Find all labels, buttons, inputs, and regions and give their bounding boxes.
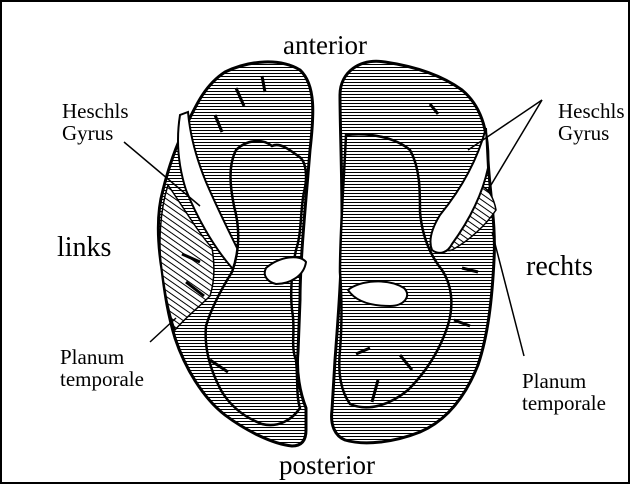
label-left-heschl-line2: Gyrus [62, 121, 113, 145]
label-right-heschl-line1: Heschls [558, 99, 625, 123]
label-right-planum-line1: Planum [522, 369, 586, 393]
leader-right-heschl-b [488, 100, 542, 190]
label-left-planum-line1: Planum [60, 345, 124, 369]
label-left-planum-line2: temporale [60, 367, 144, 391]
label-anterior: anterior [283, 32, 367, 59]
label-right-side: rechts [526, 253, 593, 281]
label-left-planum-temporale: Planum temporale [60, 346, 144, 390]
label-right-heschls-gyrus: Heschls Gyrus [558, 100, 625, 144]
label-right-planum-temporale: Planum temporale [522, 370, 606, 414]
label-left-side: links [57, 234, 111, 262]
label-posterior: posterior [279, 452, 375, 479]
label-right-heschl-line2: Gyrus [558, 121, 609, 145]
leader-right-planum [492, 232, 524, 356]
label-right-planum-line2: temporale [522, 391, 606, 415]
label-left-heschls-gyrus: Heschls Gyrus [62, 100, 129, 144]
label-left-heschl-line1: Heschls [62, 99, 129, 123]
